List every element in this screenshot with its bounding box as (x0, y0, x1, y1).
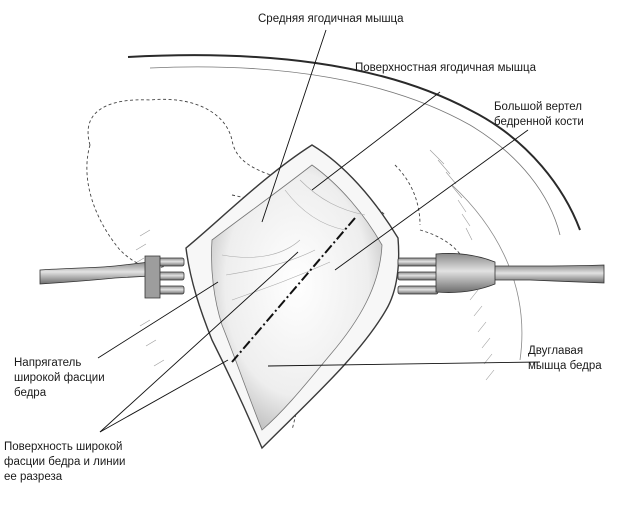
label-fascia-lata-incision: Поверхность широкой фасции бедра и линии… (4, 440, 126, 485)
left-retractor (39, 255, 185, 299)
label-line: широкой фасции (14, 372, 105, 384)
label-line: ее разреза (4, 471, 63, 483)
label-line: Поверхность широкой (4, 441, 123, 453)
label-line: мышца бедра (528, 360, 602, 372)
label-biceps-femoris: Двуглавая мышца бедра (528, 344, 602, 374)
label-line: Двуглавая (528, 345, 584, 357)
label-gluteus-maximus: Поверхностная ягодичная мышца (355, 61, 536, 76)
label-line: бедра (14, 387, 47, 399)
surgical-wound (185, 144, 400, 450)
skin-texture (133, 149, 495, 381)
label-tensor-fasciae-latae: Напрягатель широкой фасции бедра (14, 356, 105, 401)
label-line: Средняя ягодичная мышца (258, 13, 404, 25)
incision-line (231, 217, 356, 363)
leader-lines (97, 29, 541, 433)
label-line: фасции бедра и линии (4, 456, 126, 468)
right-retractor (397, 253, 605, 295)
label-line: Поверхностная ягодичная мышца (355, 62, 536, 74)
label-line: Большой вертел (494, 101, 583, 113)
body-contour (127, 54, 581, 361)
label-gluteus-medius: Средняя ягодичная мышца (258, 12, 404, 27)
label-line: Напрягатель (14, 357, 82, 369)
label-line: бедренной кости (494, 116, 584, 128)
label-greater-trochanter: Большой вертел бедренной кости (494, 100, 584, 130)
